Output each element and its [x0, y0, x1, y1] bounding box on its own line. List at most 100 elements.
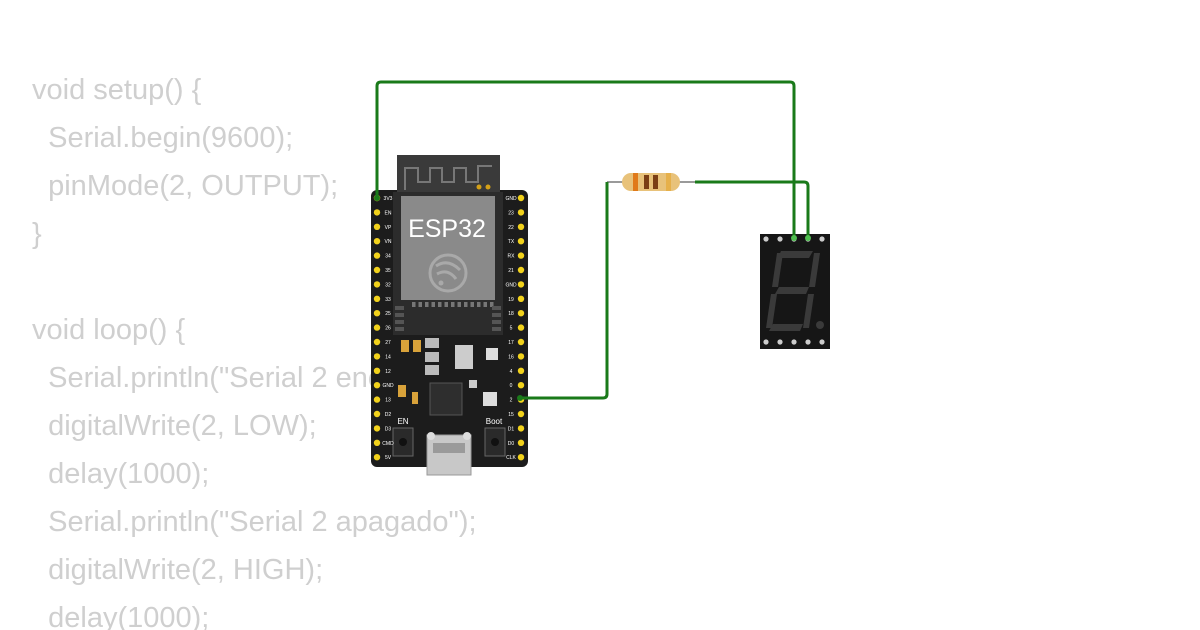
right-pin[interactable]: [517, 238, 525, 245]
left-pin[interactable]: [373, 310, 381, 317]
segment-f: [772, 253, 783, 287]
antenna-trace-icon: [404, 165, 492, 190]
en-button-label: EN: [397, 417, 408, 426]
left-pin[interactable]: [373, 439, 381, 446]
left-pin-label: D3: [385, 426, 392, 432]
segment-d: [769, 324, 803, 331]
right-pin-label: 4: [510, 369, 513, 375]
code-line: pinMode(2, OUTPUT);: [32, 170, 339, 202]
code-text: void setup() { Serial.begin(9600); pinMo…: [32, 66, 498, 630]
right-pin-label: 23: [508, 210, 514, 216]
right-pin[interactable]: [517, 281, 525, 288]
right-pin[interactable]: [517, 209, 525, 216]
segment-c: [803, 294, 814, 328]
esp32-board[interactable]: ESP32: [371, 155, 528, 476]
left-pin-label: 34: [385, 254, 391, 260]
right-pin-label: GND: [505, 282, 517, 288]
right-pin[interactable]: [517, 382, 525, 389]
right-pin[interactable]: [517, 367, 525, 374]
boot-button-label: Boot: [486, 417, 503, 426]
resistor[interactable]: [607, 173, 695, 191]
display-segments: [766, 251, 824, 331]
right-pin[interactable]: [517, 266, 525, 274]
left-pin-label: CMD: [382, 441, 394, 447]
left-pin-label: 13: [385, 398, 391, 404]
code-line: digitalWrite(2, HIGH);: [32, 554, 324, 586]
display-pin[interactable]: [763, 236, 769, 242]
left-pin-label: 5V: [385, 455, 392, 461]
left-pin-label: 33: [385, 297, 391, 303]
right-pin-label: 17: [508, 340, 514, 346]
wire-3v3-to-display[interactable]: [375, 80, 796, 238]
right-pin-label: GND: [505, 196, 517, 202]
right-pin[interactable]: [517, 194, 525, 202]
right-pin-label: 15: [508, 412, 514, 418]
left-pin[interactable]: [373, 295, 381, 302]
code-line: }: [32, 218, 42, 250]
display-pin[interactable]: [777, 236, 783, 242]
code-line: void setup() {: [32, 74, 202, 106]
code-line: digitalWrite(2, LOW);: [32, 410, 317, 442]
right-pin[interactable]: [517, 295, 525, 302]
code-line: Serial.begin(9600);: [32, 122, 294, 154]
left-pin[interactable]: [373, 281, 381, 288]
seven-segment-display[interactable]: [760, 234, 830, 349]
right-pin[interactable]: [517, 223, 525, 230]
display-pin[interactable]: [777, 339, 783, 345]
display-pin[interactable]: [819, 236, 825, 242]
micro-usb-connector: [426, 434, 472, 476]
code-line: void loop() {: [32, 314, 186, 346]
left-pin[interactable]: [373, 425, 381, 432]
wire-pin2-to-resistor[interactable]: [520, 182, 609, 400]
right-pin-label: 0: [510, 383, 513, 389]
left-pin[interactable]: [373, 367, 381, 374]
right-pin[interactable]: [517, 410, 525, 418]
antenna-area: [397, 155, 500, 195]
display-pin[interactable]: [805, 339, 811, 345]
right-pin[interactable]: [517, 338, 525, 346]
right-pin-label: 2: [510, 398, 513, 404]
right-pin[interactable]: [517, 353, 525, 360]
left-pin[interactable]: [373, 223, 381, 230]
left-pin-label: VN: [385, 239, 392, 245]
display-pin[interactable]: [819, 339, 825, 345]
right-pin-label: TX: [508, 239, 515, 245]
left-pin[interactable]: [373, 410, 381, 418]
right-pin[interactable]: [517, 324, 525, 331]
display-pin[interactable]: [763, 339, 769, 345]
wires: [375, 80, 810, 400]
left-pin[interactable]: [373, 209, 381, 216]
resistor-body: [622, 173, 680, 191]
right-pin[interactable]: [517, 252, 525, 259]
display-pin[interactable]: [791, 339, 797, 345]
left-pin[interactable]: [373, 252, 381, 259]
resistor-band-3: [653, 175, 658, 189]
right-pin[interactable]: [517, 425, 525, 432]
resistor-band-2: [644, 175, 649, 189]
espressif-logo-icon: [428, 253, 468, 293]
module-castellations: [395, 302, 501, 331]
left-pin[interactable]: [373, 238, 381, 245]
left-pin[interactable]: [373, 338, 381, 346]
left-pin-label: 3V3: [384, 196, 393, 202]
left-pin[interactable]: [373, 382, 381, 389]
left-pin-label: 35: [385, 268, 391, 274]
module-shield: [401, 196, 495, 300]
wire-resistor-to-display[interactable]: [695, 180, 810, 238]
left-pin[interactable]: [373, 324, 381, 331]
voltage-regulator: [455, 345, 473, 369]
left-pin-label: 12: [385, 369, 391, 375]
module-label: ESP32: [408, 215, 486, 243]
resistor-band-4: [666, 173, 671, 191]
segment-b: [809, 253, 820, 287]
left-pin[interactable]: [373, 266, 381, 274]
right-pin[interactable]: [517, 310, 525, 317]
left-pin-header: 3V3ENVPVN343532332526271412GND13D2D3CMD5…: [373, 194, 394, 461]
left-pin[interactable]: [373, 353, 381, 360]
left-pin-label: 25: [385, 311, 391, 317]
right-pin[interactable]: [517, 454, 525, 461]
right-pin[interactable]: [517, 439, 525, 446]
left-pin[interactable]: [373, 454, 381, 461]
left-pin[interactable]: [373, 396, 381, 403]
